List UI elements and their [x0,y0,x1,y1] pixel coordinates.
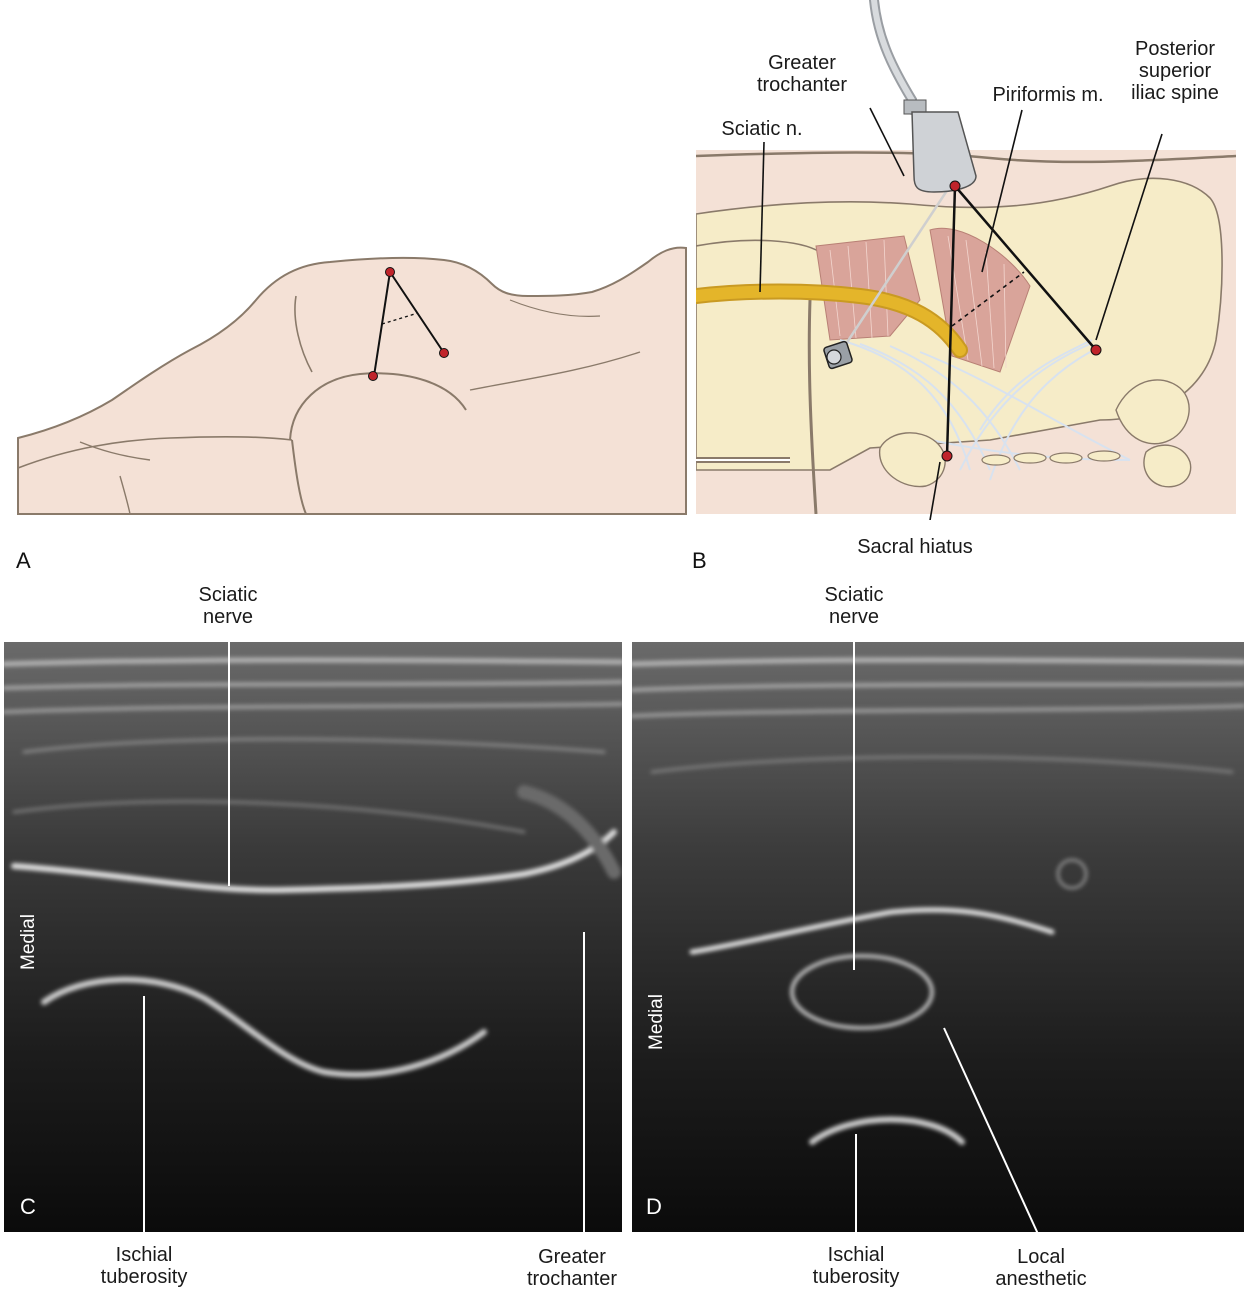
label-piriformis-m: Piriformis m. [978,84,1118,106]
panel-c: Sciatic nerve Medial C Ischial tuberosit… [0,580,622,1290]
label-ischial-tuberosity-d: Ischial tuberosity [806,1244,906,1288]
ultrasound-image-c [4,642,622,1232]
orientation-medial-d: Medial [646,994,668,1050]
label-sciatic-nerve-d: Sciatic nerve [804,584,904,628]
panel-b: Greater trochanter Sciatic n. Piriformis… [690,0,1244,580]
patient-prone-illustration [0,0,690,520]
landmark-dot-trochanter [950,181,960,191]
label-psis: Posterior superior iliac spine [1110,38,1240,104]
panel-letter-d: D [646,1194,662,1220]
label-greater-trochanter: Greater trochanter [752,52,852,96]
landmark-dot-hiatus [369,372,378,381]
orientation-medial-c: Medial [18,914,40,970]
panel-letter-a: A [16,548,31,574]
label-sciatic-n: Sciatic n. [712,118,812,140]
landmark-dot-hiatus [942,451,952,461]
label-sacral-hiatus: Sacral hiatus [840,536,990,558]
landmark-dot-trochanter [386,268,395,277]
panel-letter-c: C [20,1194,36,1220]
label-sciatic-nerve-c: Sciatic nerve [178,584,278,628]
label-ischial-tuberosity-c: Ischial tuberosity [94,1244,194,1288]
label-local-anesthetic-d: Local anesthetic [986,1246,1096,1290]
landmark-dot-psis [440,349,449,358]
label-greater-trochanter-c: Greater trochanter [522,1246,622,1290]
panel-letter-b: B [692,548,707,574]
panel-a: A [0,0,690,580]
panel-d: Sciatic nerve Medial D Ischial tuberosit… [622,580,1244,1290]
landmark-dot-psis [1091,345,1101,355]
ultrasound-image-d [632,642,1244,1232]
leader-local-anesthetic [940,1024,1080,1244]
